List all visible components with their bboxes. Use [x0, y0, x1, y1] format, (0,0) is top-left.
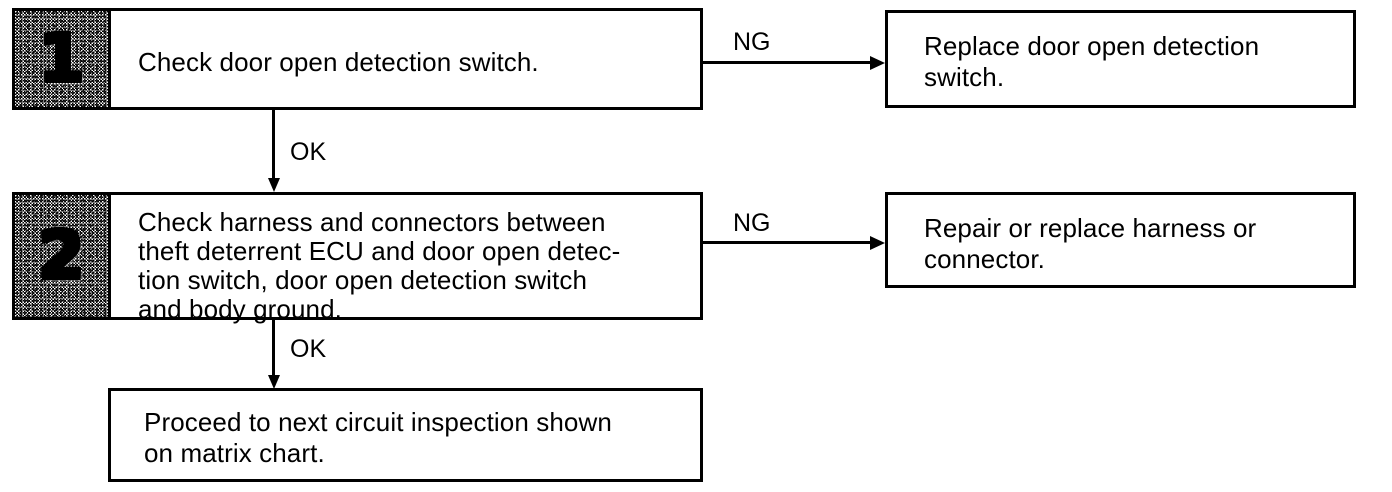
step-2-text: Check harness and connectors between the… — [138, 207, 621, 324]
step-1-ng-arrowhead — [870, 55, 885, 70]
step-2-box: 2 Check harness and connectors between t… — [12, 192, 703, 324]
step-2-ok-label: OK — [290, 335, 327, 363]
step-1-box: 1 Check door open detection switch. — [12, 8, 703, 110]
step-1-fail-action-text: Replace door open detection switch. — [924, 31, 1260, 92]
step-1-ok-line — [272, 110, 275, 178]
step-2-ng-label: NG — [733, 209, 771, 237]
step-1-ok-arrowhead — [267, 178, 280, 192]
step-1-ok-label: OK — [290, 138, 327, 166]
step-2-ng-arrowhead — [870, 235, 885, 250]
step-1-badge: 1 — [15, 11, 111, 107]
step-1-ng-label: NG — [733, 28, 771, 56]
step-2-ng-line — [703, 241, 870, 244]
step-2-fail-action-box: Repair or replace harness or connector. — [885, 192, 1356, 288]
step-1-number: 1 — [38, 20, 85, 97]
step-1-text: Check door open detection switch. — [138, 47, 539, 77]
terminal-text: Proceed to next circuit inspection shown… — [144, 407, 612, 468]
step-2-ok-arrowhead — [267, 375, 280, 389]
step-2-fail-action-text: Repair or replace harness or connector. — [924, 213, 1257, 274]
step-2-number: 2 — [38, 217, 85, 294]
step-1-ng-line — [703, 61, 870, 64]
step-1-fail-action-box: Replace door open detection switch. — [885, 10, 1356, 108]
step-2-ok-line — [272, 320, 275, 376]
step-2-badge: 2 — [15, 195, 111, 317]
terminal-box: Proceed to next circuit inspection shown… — [108, 388, 703, 482]
